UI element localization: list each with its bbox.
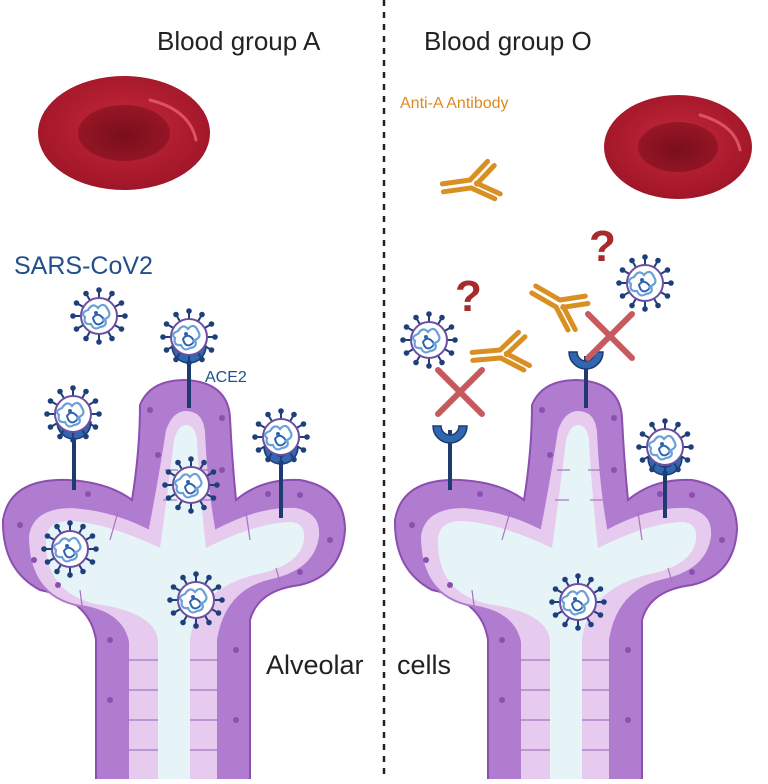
y-shaped-antibody-icon xyxy=(440,160,501,205)
red-blood-cell-icon-right xyxy=(604,95,752,199)
blood-group-a-title: Blood group A xyxy=(157,26,321,56)
red-x-icon xyxy=(438,370,482,414)
cells-label: cells xyxy=(397,650,452,680)
y-shaped-antibody-icon xyxy=(525,272,592,333)
coronavirus-icon xyxy=(399,310,459,370)
ace2-receptor-icon xyxy=(432,425,468,490)
sars-cov2-label: SARS-CoV2 xyxy=(14,252,153,280)
coronavirus-icon xyxy=(69,286,129,346)
coronavirus-icon xyxy=(159,307,219,367)
coronavirus-icon xyxy=(251,407,311,467)
anti-a-antibody-label: Anti-A Antibody xyxy=(400,95,509,112)
question-mark-icon: ? xyxy=(589,222,616,271)
question-mark-icon: ? xyxy=(455,272,482,321)
blood-group-o-title: Blood group O xyxy=(424,26,592,56)
coronavirus-icon xyxy=(635,417,695,477)
y-shaped-antibody-icon xyxy=(471,332,530,375)
ace2-label: ACE2 xyxy=(205,369,247,386)
ace2-receptor-icon xyxy=(568,351,604,408)
coronavirus-icon xyxy=(615,253,675,313)
red-blood-cell-icon-left xyxy=(38,76,210,190)
alveolar-label: Alveolar xyxy=(266,650,364,680)
coronavirus-icon xyxy=(43,384,103,444)
red-x-icon xyxy=(588,314,632,358)
